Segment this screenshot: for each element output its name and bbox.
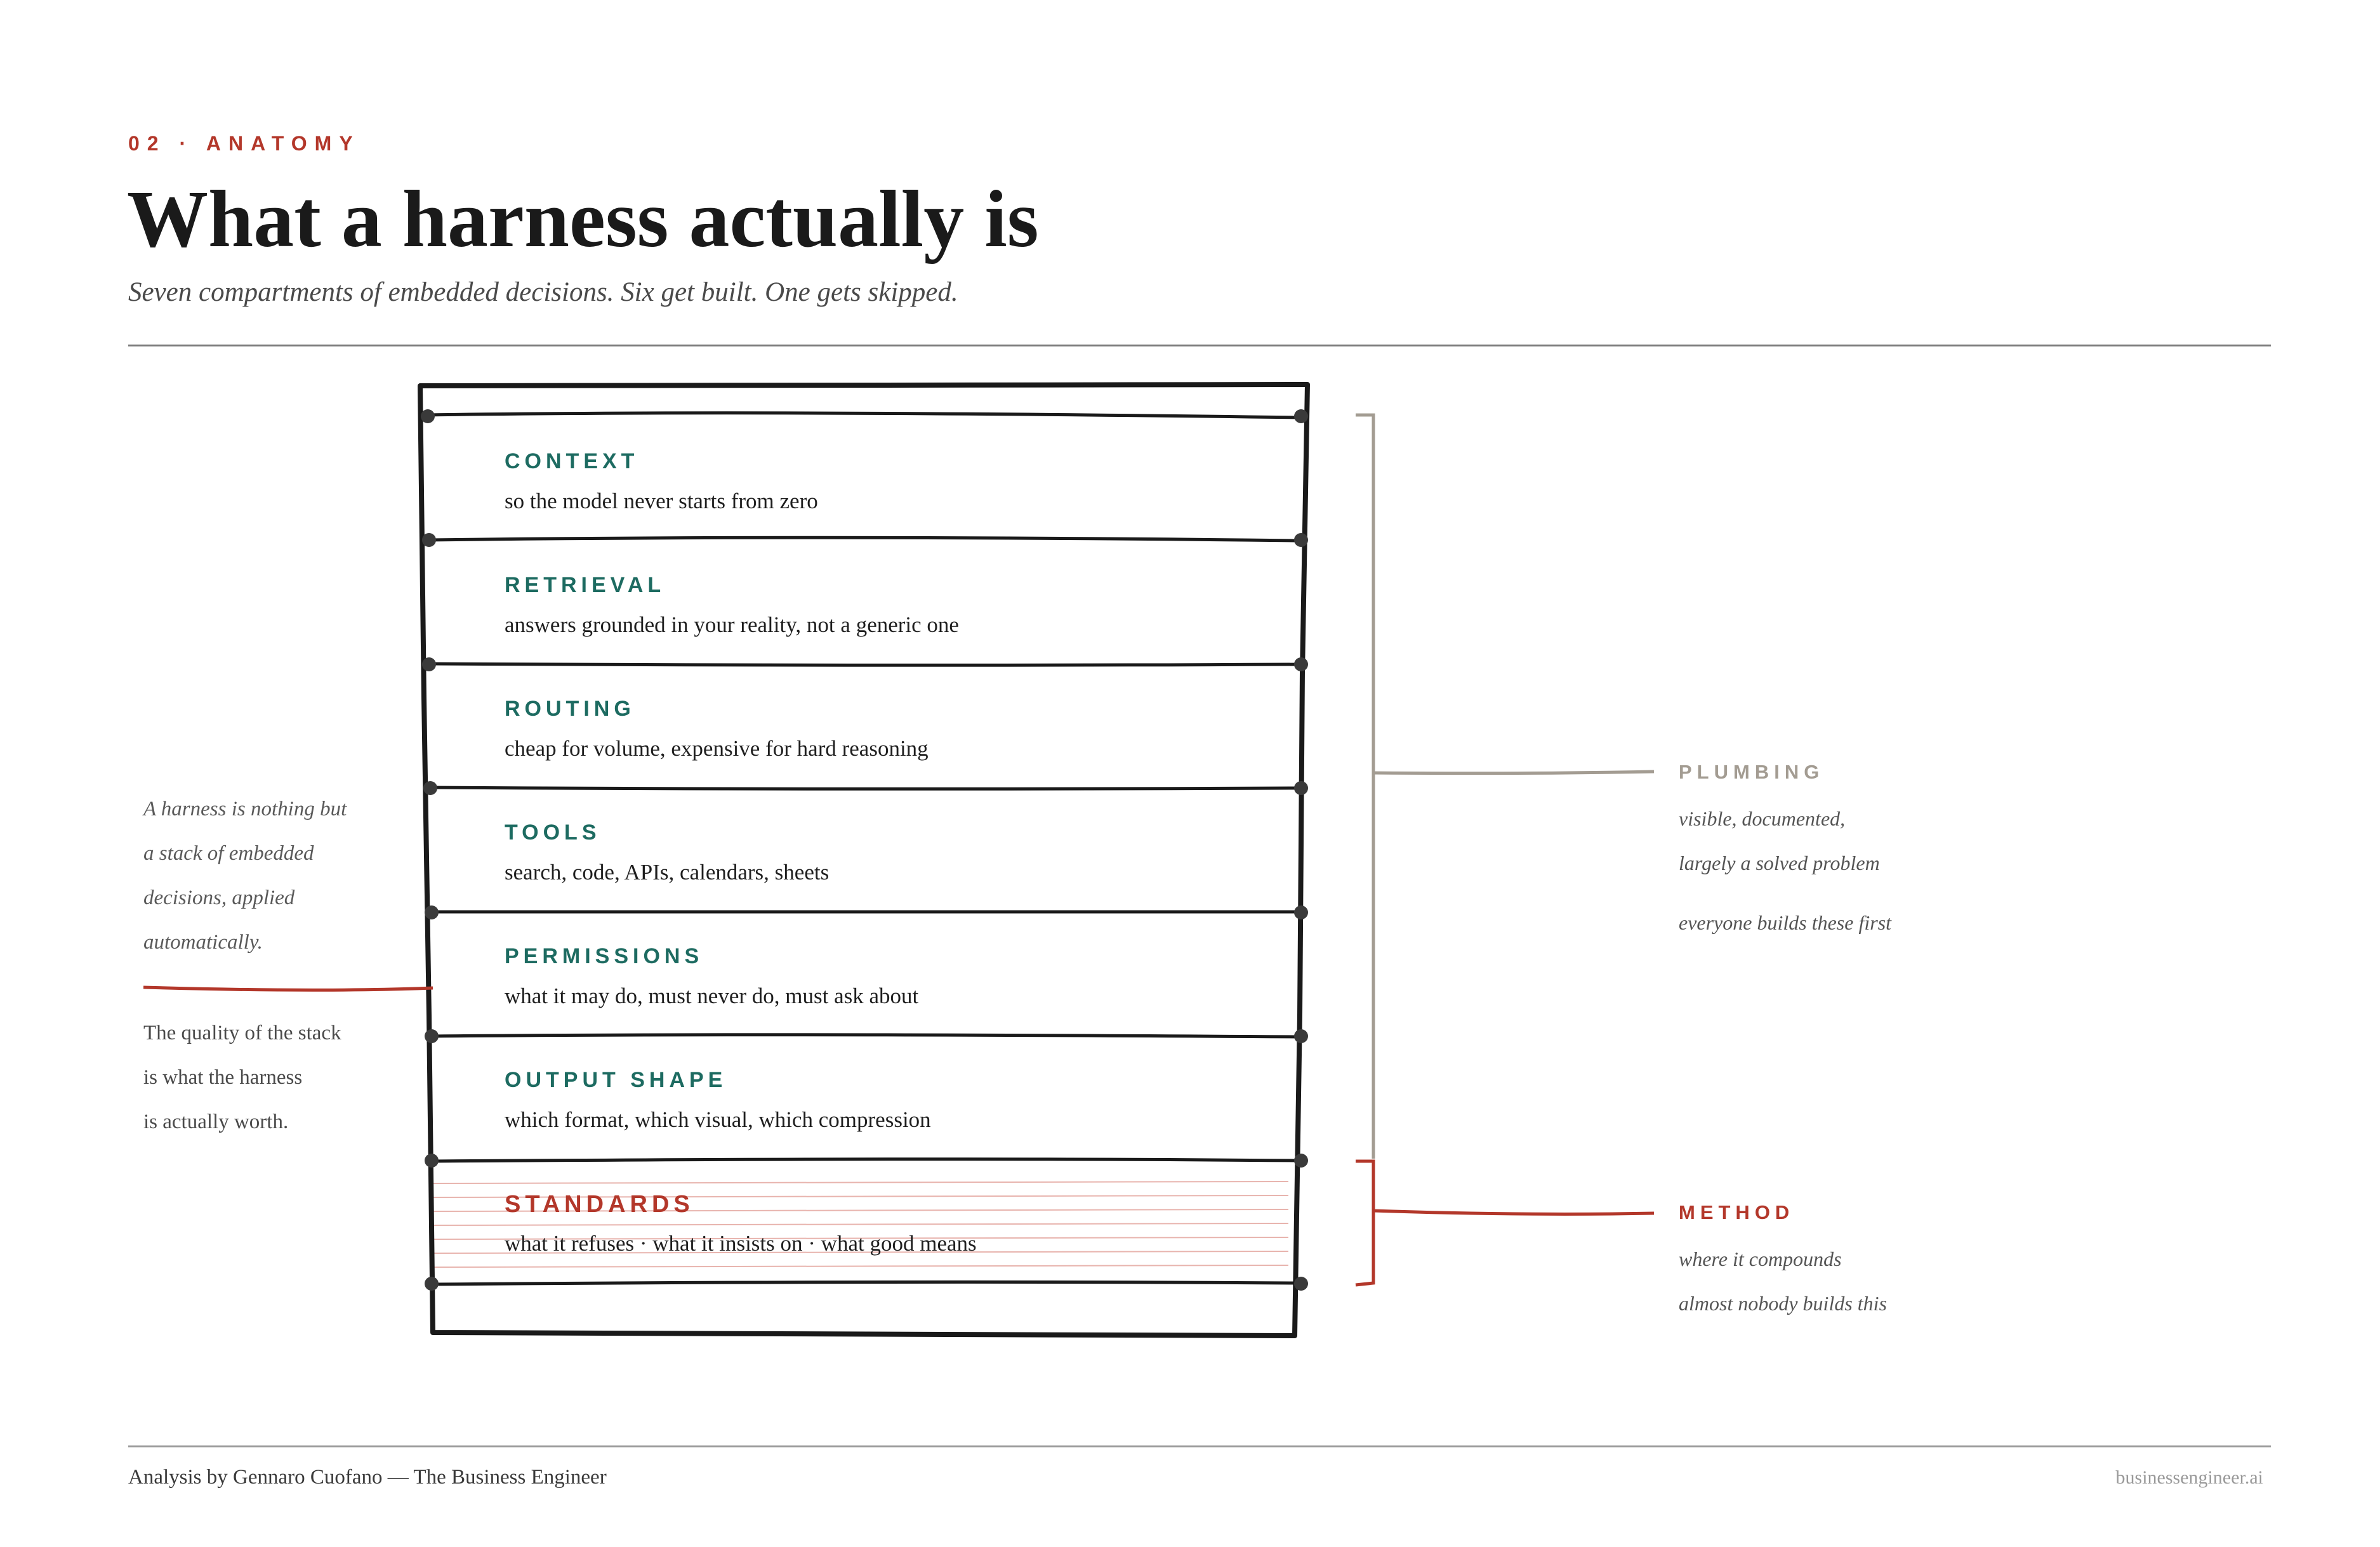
layer-routing-desc: cheap for volume, expensive for hard rea… [505,736,929,761]
layer-standards-desc: what it refuses · what it insists on · w… [505,1231,977,1256]
note-pointer-line [143,985,433,992]
left-note-conclusion: The quality of the stack is what the har… [143,1011,341,1144]
left-note-conclusion-line: is what the harness [143,1066,303,1089]
stack-shelves [426,411,1300,1286]
layer-tools-desc: search, code, APIs, calendars, sheets [505,860,830,885]
layer-retrieval-desc: answers grounded in your reality, not a … [505,612,959,637]
method-line: almost nobody builds this [1679,1292,1887,1315]
footer-attribution: Analysis by Gennaro Cuofano — The Busine… [128,1466,607,1489]
layer-context-desc: so the model never starts from zero [505,489,818,513]
left-note-line: decisions, applied [143,886,295,909]
left-note-line: automatically. [143,931,263,954]
method-bracket [1355,1159,1375,1287]
left-note: A harness is nothing but a stack of embe… [143,787,347,964]
plumbing-bracket [1356,413,1375,1159]
page-subtitle: Seven compartments of embedded decisions… [128,277,958,307]
layer-output-shape-desc: which format, which visual, which compre… [505,1107,931,1132]
page-title: What a harness actually is [127,174,1039,264]
left-note-conclusion-line: The quality of the stack [143,1022,341,1044]
method-line: where it compounds [1679,1247,1842,1270]
section-eyebrow: 02 · ANATOMY [128,132,360,155]
plumbing-label: PLUMBING [1679,761,1825,783]
plumbing-line: everyone builds these first [1679,911,1892,934]
left-note-line: a stack of embedded [143,842,314,865]
layer-permissions-desc: what it may do, must never do, must ask … [505,984,919,1008]
method-connector [1373,1209,1655,1216]
shelf-pegs [421,409,1308,1291]
layer-context-label: CONTEXT [505,449,639,473]
layer-standards-label: STANDARDS [505,1191,694,1218]
layer-permissions-label: PERMISSIONS [505,944,704,968]
left-note-conclusion-line: is actually worth. [143,1110,289,1133]
method-label: METHOD [1679,1201,1795,1223]
layer-retrieval-label: RETRIEVAL [505,573,666,597]
left-note-line: A harness is nothing but [143,798,347,820]
footer-divider [128,1445,2271,1447]
plumbing-line: largely a solved problem [1679,852,1880,874]
layer-output-shape-label: OUTPUT SHAPE [505,1068,727,1092]
header-divider [128,345,2271,346]
layer-tools-label: TOOLS [505,820,601,845]
plumbing-line: visible, documented, [1679,807,1846,830]
plumbing-connector [1373,770,1655,775]
footer-site-link[interactable]: businessengineer.ai [2115,1467,2263,1488]
layer-routing-label: ROUTING [505,697,635,721]
